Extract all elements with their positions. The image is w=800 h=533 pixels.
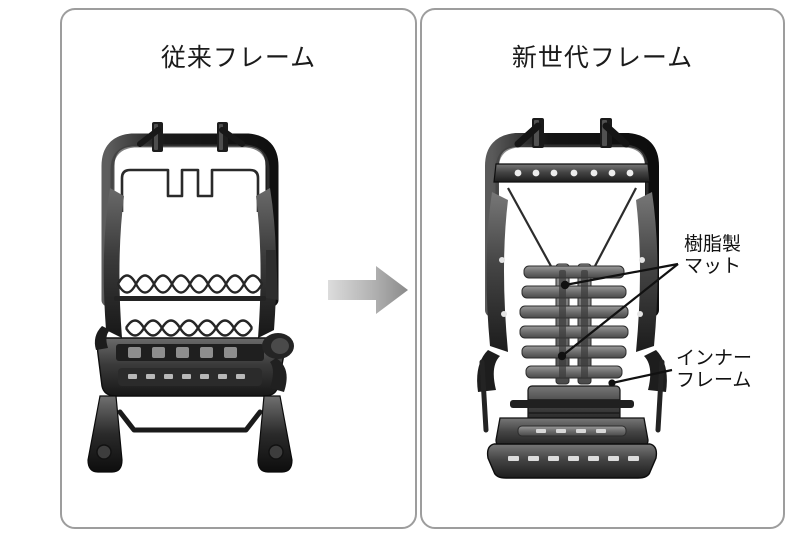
callout-resin-mat-line2: マット — [684, 256, 742, 278]
resin-mat-backrest — [519, 263, 629, 385]
callout-resin-mat-line1: 樹脂製 — [684, 234, 742, 255]
panel-title-conventional: 従来フレーム — [160, 44, 317, 72]
image-conventional-frame — [70, 100, 310, 480]
resin-mat-cushion — [517, 425, 627, 437]
callout-label-resin-mat: 樹脂製 マット — [684, 234, 741, 279]
callout-inner-frame-line2: フレーム — [676, 370, 752, 392]
image-new-generation-frame — [452, 100, 692, 480]
callout-inner-frame-line1: インナー — [676, 348, 753, 369]
inner-frame-pan — [486, 443, 658, 479]
callout-label-inner-frame: インナー フレーム — [676, 348, 752, 393]
panel-title-new-generation: 新世代フレーム — [511, 44, 694, 72]
transition-arrow — [326, 262, 410, 318]
